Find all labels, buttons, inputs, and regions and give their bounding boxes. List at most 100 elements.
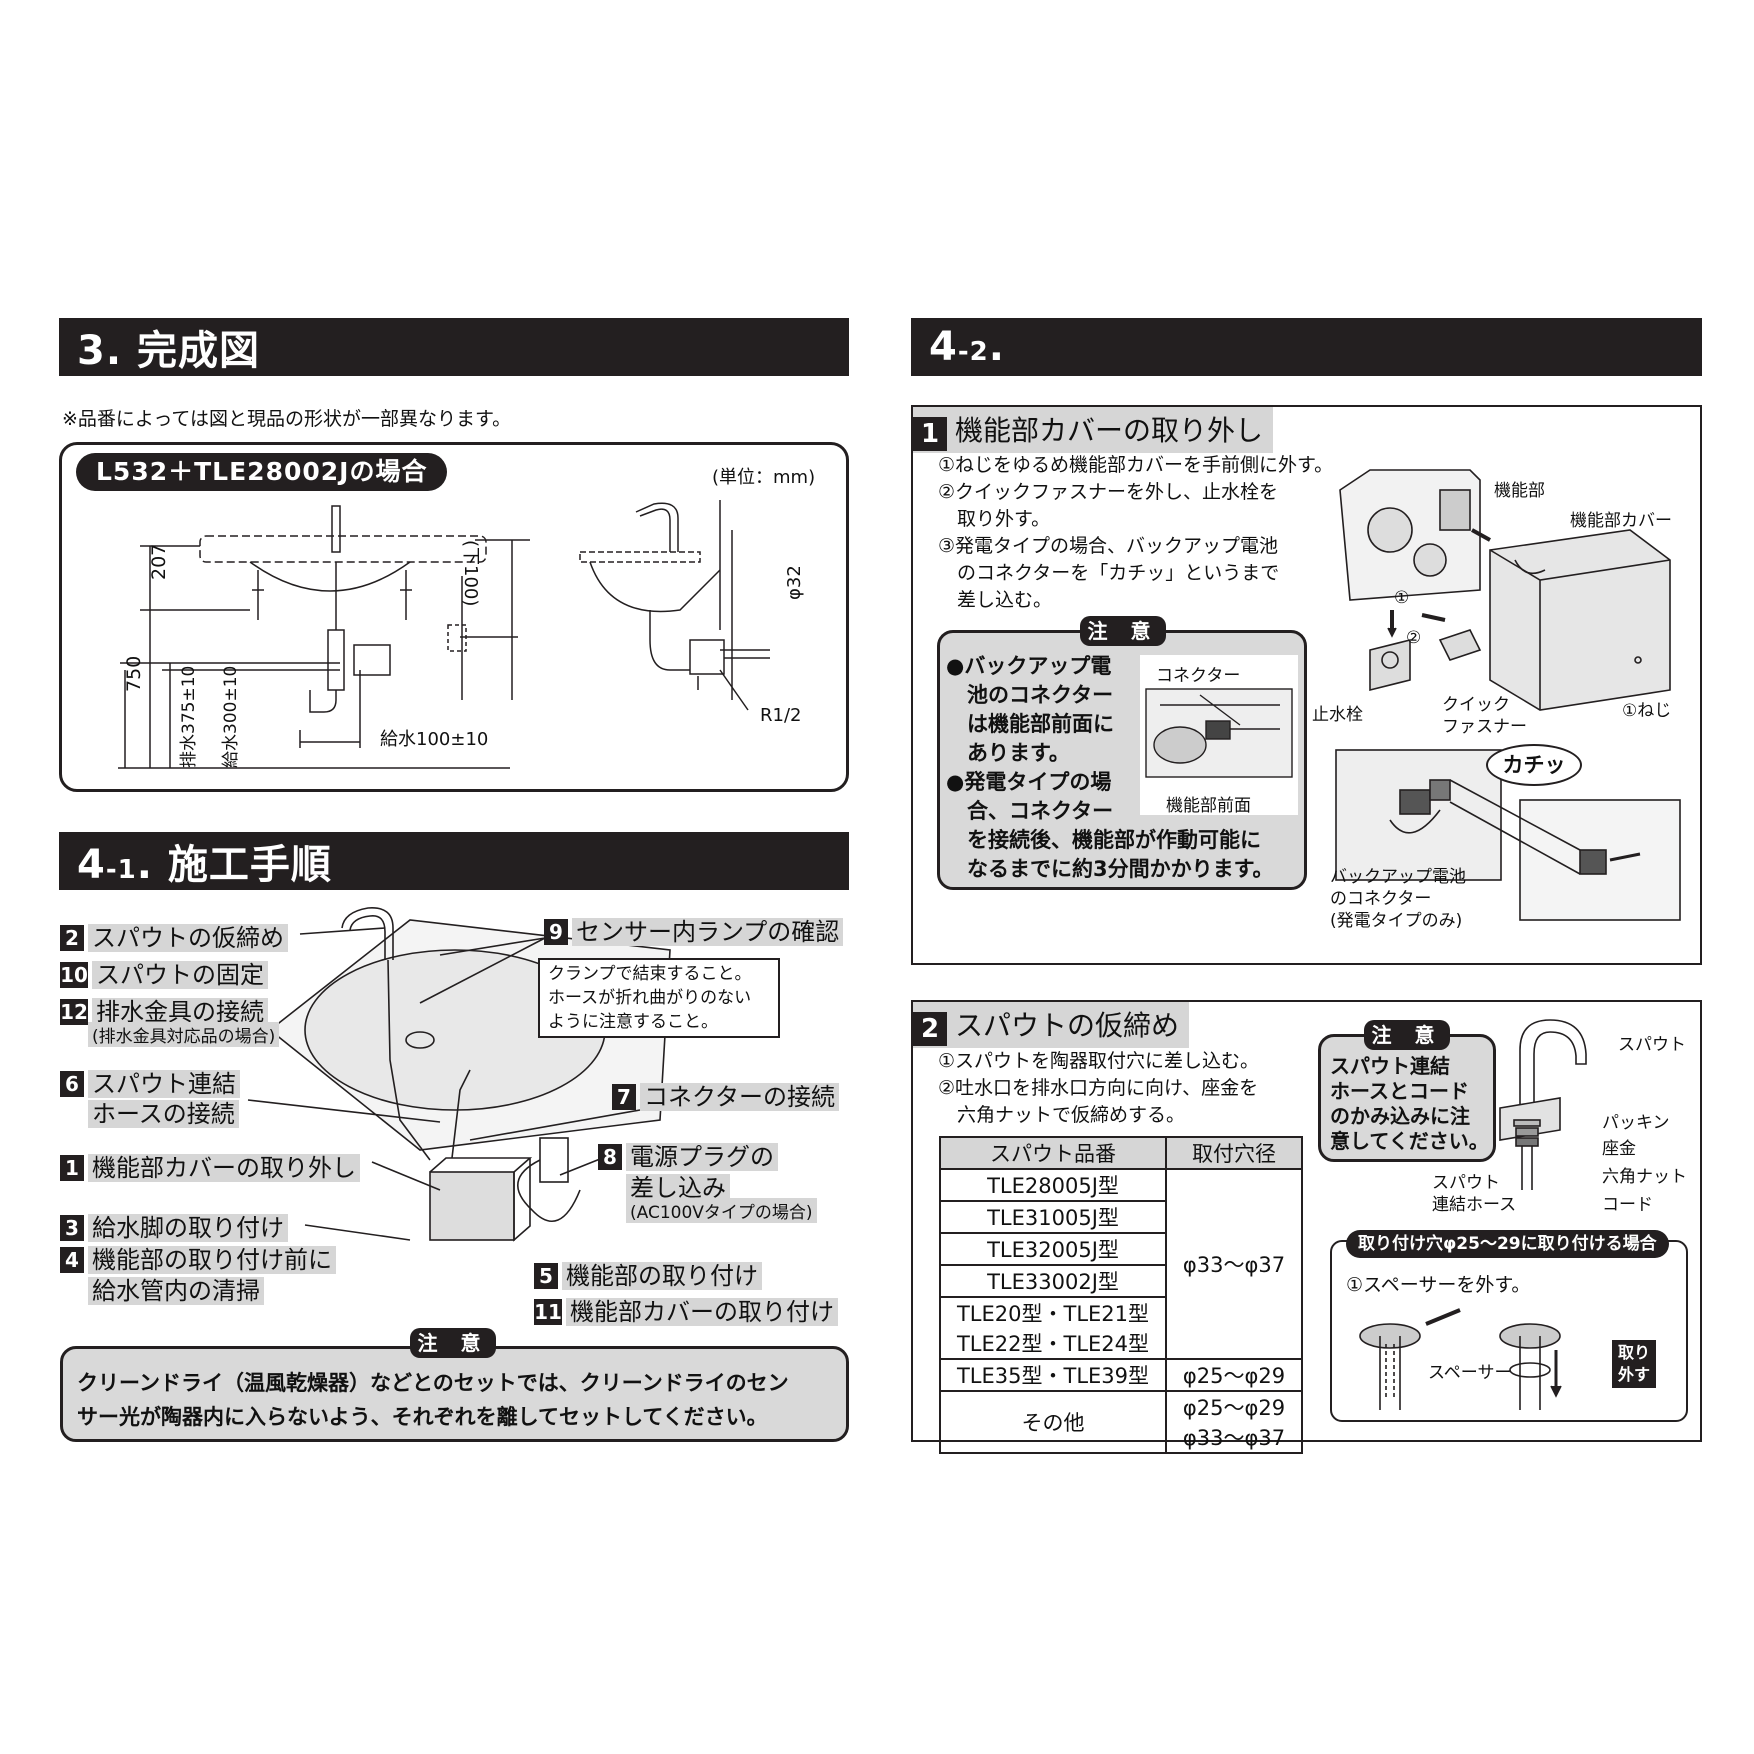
section42-header: 4-2.: [911, 318, 1702, 376]
label-shisui: 止水栓: [1312, 705, 1363, 725]
caution-tag-41: 注 意: [410, 1328, 496, 1358]
dim-drain: 排水375±10: [179, 665, 199, 768]
label-neji: ①ねじ: [1622, 701, 1672, 721]
table-row: φ33〜φ37: [940, 1422, 1303, 1454]
caution-line: のかみ込みに注: [1330, 1104, 1470, 1128]
dim-207: 207: [148, 543, 170, 580]
clamp-note-line: ホースが折れ曲がりのない: [548, 988, 752, 1008]
instruction-line: 取り外す。: [938, 508, 1051, 530]
dim-phi32: φ32: [784, 565, 805, 600]
step2-box: [911, 1000, 1702, 1442]
table-row: その他 φ25〜φ29: [939, 1390, 1303, 1454]
step1-instructions: ①ねじをゆるめ機能部カバーを手前側に外す。 ②クイックファスナーを外し、止水栓を…: [938, 452, 1333, 614]
label-backup-line: (発電タイプのみ): [1330, 911, 1463, 931]
instruction-line: ①ねじをゆるめ機能部カバーを手前側に外す。: [938, 454, 1334, 476]
section3-note: ※品番によっては図と現品の形状が一部異なります。: [62, 408, 512, 430]
label-backup-line: のコネクター: [1330, 889, 1432, 909]
caution-tag-step1: 注 意: [1080, 616, 1166, 646]
step-8-plug-line2: 差し込み: [626, 1168, 730, 1203]
table-row: TLE20型・TLE21型: [939, 1296, 1302, 1328]
section41-header: 4-1. 施工手順: [59, 832, 849, 890]
table-row: TLE33002J型: [939, 1264, 1302, 1298]
section3-title: 3. 完成図: [77, 328, 260, 374]
step-12-note: (排水金具対応品の場合): [88, 1022, 280, 1047]
connector-photo: コネクター 機能部前面: [1140, 655, 1298, 816]
label-quick1: クイック: [1442, 695, 1510, 715]
table-cell-model: TLE20型・TLE21型: [939, 1296, 1167, 1328]
completion-drawing-box: [59, 442, 849, 792]
front-view-drawing: [118, 505, 530, 769]
caution-text-line: クリーンドライ（温風乾燥器）などとのセットでは、クリーンドライのセン: [77, 1371, 789, 1395]
instruction-line: ①スパウトを陶器取付穴に差し込む。: [938, 1050, 1260, 1072]
function-unit-illustration: [1335, 469, 1681, 921]
label-backup: バックアップ電池 のコネクター (発電タイプのみ): [1330, 866, 1466, 932]
table-cell-hole: φ33〜φ37: [1165, 1168, 1303, 1360]
table-header: 取付穴径: [1165, 1136, 1303, 1170]
label-packing: パッキン: [1602, 1113, 1670, 1133]
label-cord: コード: [1602, 1195, 1653, 1215]
table-cell-model: TLE31005J型: [939, 1200, 1167, 1234]
label-c1: ①: [1394, 588, 1410, 608]
dim-r12: R1/2: [760, 705, 802, 726]
caution-line: あります。: [946, 741, 1070, 765]
unit-label: (単位：mm): [712, 467, 816, 488]
kachi-burst: カチッ: [1486, 744, 1582, 786]
instruction-line: ③発電タイプの場合、バックアップ電池: [938, 535, 1279, 557]
caution-step1-text: ●バックアップ電 池のコネクター は機能部前面に あります。 ●発電タイプの場 …: [946, 652, 1274, 884]
dim-supply-width: 給水100±10: [380, 729, 489, 750]
caution-line: 池のコネクター: [946, 683, 1114, 707]
spout-illustration: [1499, 1019, 1587, 1190]
label-c2: ②: [1406, 628, 1422, 648]
spacer-illustration: [1359, 1308, 1562, 1410]
label-cover: 機能部カバー: [1570, 511, 1672, 531]
table-cell-model: TLE35型・TLE39型: [939, 1358, 1167, 1392]
table-row: TLE22型・TLE24型: [939, 1328, 1302, 1360]
connector-photo-drawing: [1145, 688, 1293, 778]
section42-title: 4-2.: [929, 324, 1005, 370]
clamp-note-box: クランプで結束すること。 ホースが折れ曲がりのない ように注意すること。: [538, 958, 780, 1038]
caution-step2-text: スパウト連結 ホースとコード のかみ込みに注 意してください。: [1330, 1054, 1489, 1154]
instruction-line: 差し込む。: [938, 589, 1053, 611]
remove-badge-line: 外す: [1617, 1365, 1650, 1384]
label-zagane: 座金: [1602, 1139, 1636, 1159]
step-6-hose-line2: ホースの接続: [88, 1094, 239, 1129]
dim-under: (下100): [460, 540, 481, 607]
table-cell-hole: φ33〜φ37: [1165, 1422, 1303, 1454]
label-spacer: スペーサー: [1428, 1363, 1512, 1383]
table-row: TLE31005J型: [939, 1200, 1302, 1234]
table-cell-hole: φ25〜φ29: [1165, 1390, 1303, 1422]
instruction-line: ②クイックファスナーを外し、止水栓を: [938, 481, 1279, 503]
caution-tag-step2: 注 意: [1364, 1020, 1450, 1050]
section3-header: 3. 完成図: [59, 318, 849, 376]
spacer-instruction: ①スペーサーを外す。: [1346, 1274, 1531, 1296]
caution-line: ●発電タイプの場: [946, 770, 1112, 794]
spout-hole-table: スパウト品番 取付穴径 TLE28005J型 φ33〜φ37 TLE31005J…: [939, 1136, 1303, 1454]
step-8-note: (AC100Vタイプの場合): [626, 1198, 817, 1223]
caution-line: 合、コネクター: [946, 799, 1114, 823]
table-cell-model: その他: [939, 1390, 1167, 1454]
section41-title: 4-1. 施工手順: [77, 842, 332, 888]
table-row: TLE28005J型 φ33〜φ37: [939, 1168, 1303, 1360]
clamp-note-line: ように注意すること。: [548, 1012, 718, 1032]
instruction-line: ②吐水口を排水口方向に向け、座金を: [938, 1077, 1259, 1099]
caution-line: は機能部前面に: [946, 712, 1114, 736]
caution-box-41: クリーンドライ（温風乾燥器）などとのセットでは、クリーンドライのセン サー光が陶…: [60, 1346, 849, 1442]
side-view-drawing: [579, 500, 770, 711]
dim-750: 750: [123, 655, 145, 692]
table-cell-hole: φ25〜φ29: [1165, 1358, 1303, 1392]
caution-text-line: サー光が陶器内に入らないよう、それぞれを離してセットしてください。: [77, 1405, 768, 1429]
label-spout: スパウト: [1618, 1035, 1686, 1055]
caution-line: を接続後、機能部が作動可能に: [946, 828, 1261, 852]
label-kachi: カチッ: [1502, 753, 1566, 777]
table-cell-model: TLE22型・TLE24型: [939, 1328, 1167, 1360]
model-label: L532＋TLE28002Jの場合: [76, 453, 448, 491]
